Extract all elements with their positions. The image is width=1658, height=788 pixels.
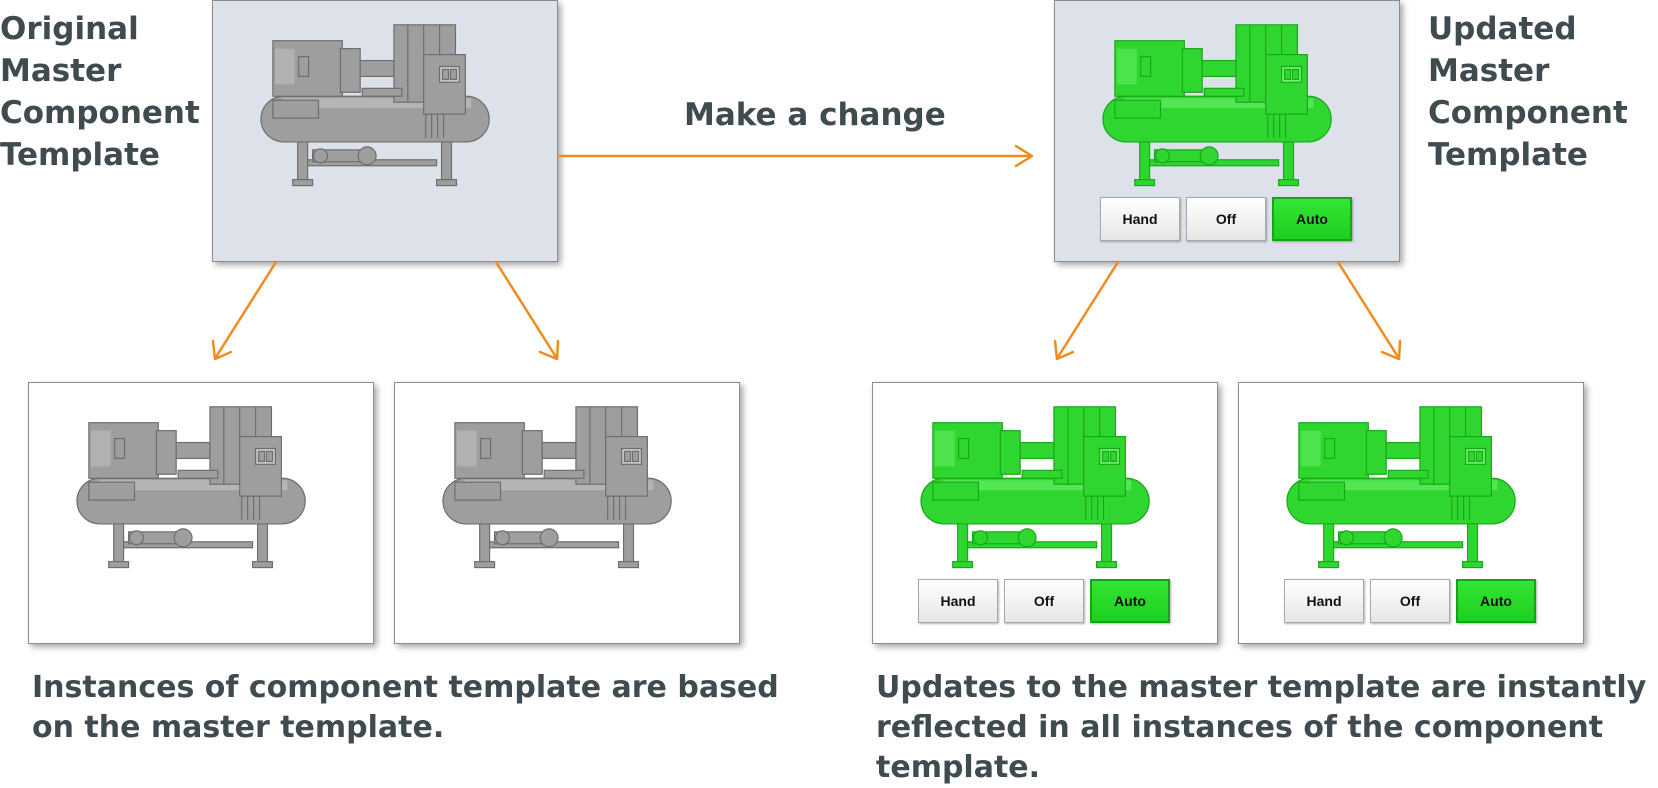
off-button[interactable]: Off — [1004, 579, 1084, 623]
chiller-machine-gray — [76, 406, 306, 569]
arrow-to-green-instance-1 — [1053, 260, 1120, 361]
gray-instance-panel-1 — [28, 382, 374, 644]
chiller-machine-gray — [442, 406, 672, 569]
chiller-machine-green — [1102, 24, 1332, 187]
arrow-to-gray-instance-2 — [494, 260, 560, 361]
original-master-panel — [212, 0, 558, 262]
arrows-layer — [211, 144, 1402, 361]
chiller-machine-green — [920, 406, 1150, 569]
gray-instance-panel-2 — [394, 382, 740, 644]
chiller-machine-green — [1286, 406, 1516, 569]
heading-updated-master: Updated Master Component Template — [1428, 11, 1628, 173]
off-button[interactable]: Off — [1370, 579, 1450, 623]
green-instance-panel-1: Hand Off Auto — [872, 382, 1218, 644]
caption-updates: Updates to the master template are insta… — [876, 670, 1647, 785]
heading-original-master: Original Master Component Template — [0, 11, 200, 173]
arrow-to-green-instance-2 — [1336, 260, 1402, 361]
arrow-make-change — [556, 144, 1034, 168]
auto-button[interactable]: Auto — [1272, 197, 1352, 241]
off-button[interactable]: Off — [1186, 197, 1266, 241]
chiller-machine-gray — [260, 24, 490, 187]
green-instance-panel-2: Hand Off Auto — [1238, 382, 1584, 644]
hand-button[interactable]: Hand — [1100, 197, 1180, 241]
caption-instances: Instances of component template are base… — [32, 670, 779, 745]
hand-button[interactable]: Hand — [1284, 579, 1364, 623]
hand-button[interactable]: Hand — [918, 579, 998, 623]
make-change-label: Make a change — [684, 97, 946, 133]
auto-button[interactable]: Auto — [1456, 579, 1536, 623]
updated-master-panel: Hand Off Auto — [1054, 0, 1400, 262]
auto-button[interactable]: Auto — [1090, 579, 1170, 623]
arrow-to-gray-instance-1 — [211, 260, 278, 361]
